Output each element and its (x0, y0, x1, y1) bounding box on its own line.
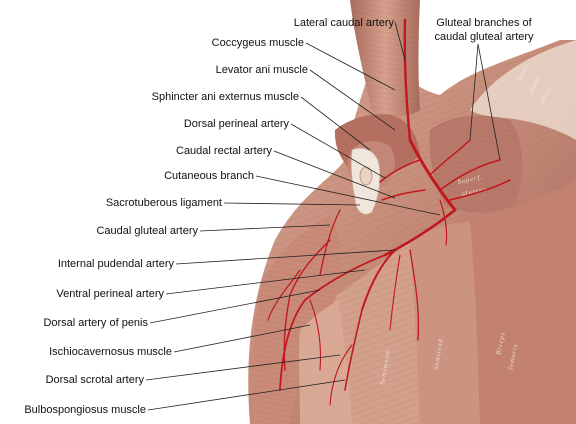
gluteal-branch-3 (429, 139, 471, 176)
label-internal-pudendal-artery: Internal pudendal artery (58, 258, 175, 270)
penile-branch-4 (309, 299, 322, 371)
semimembranosus-fibers (330, 242, 420, 424)
gluteal-branch-1 (439, 159, 501, 191)
label-ventral-perineal-artery: Ventral perineal artery (56, 288, 164, 300)
labels: Lateral caudal artery Gluteal branches o… (24, 17, 534, 416)
leader-caudal-rectal-artery (273, 150, 396, 199)
label-caudal-rectal-artery: Caudal rectal artery (176, 145, 272, 157)
label-dorsal-perineal-artery: Dorsal perineal artery (184, 118, 290, 130)
lateral-caudal-artery-vessel (403, 18, 412, 142)
penile-branch-1 (283, 239, 331, 371)
cutaneous-branch-vessel (439, 199, 448, 246)
label-coccygeus-muscle: Coccygeus muscle (212, 37, 304, 49)
label-gluteal-branches-line2: caudal gluteal artery (434, 31, 534, 43)
label-caudal-gluteal-artery: Caudal gluteal artery (96, 225, 198, 237)
label-sacrotuberous-ligament: Sacrotuberous ligament (106, 197, 222, 209)
ventral-perineal-artery-vessel (361, 249, 396, 311)
biceps-label-1: Biceps (495, 331, 507, 355)
bulbospongiosus-muscle (299, 300, 352, 424)
label-lateral-caudal-artery: Lateral caudal artery (294, 17, 395, 29)
gluteus-fibers (429, 115, 522, 213)
biceps-femoris-muscle (470, 180, 576, 424)
thigh-branch-1 (409, 249, 420, 341)
leader-ischiocavernosus-muscle (173, 324, 311, 353)
leader-lateral-caudal-artery (394, 21, 406, 61)
label-dorsal-artery-of-penis: Dorsal artery of penis (43, 317, 148, 329)
dorsal-perineal-artery-vessel (379, 159, 421, 183)
leader-sphincter-ani-externus-muscle (300, 96, 371, 151)
label-dorsal-scrotal-artery: Dorsal scrotal artery (46, 374, 145, 386)
leader-dorsal-scrotal-artery (145, 354, 341, 381)
leader-caudal-gluteal-artery (199, 224, 331, 232)
thigh-branch-2 (389, 254, 401, 331)
scrotal-branch (329, 344, 353, 406)
semitendinosus-label: Semitend. (433, 335, 445, 370)
leader-lines (145, 21, 501, 411)
leader-ventral-perineal-artery (165, 269, 366, 295)
ischiocavernosus-fibers (253, 215, 342, 424)
superficial-gluteal-fascia (470, 40, 576, 140)
gluteal-branch-2 (449, 179, 511, 201)
leader-levator-ani-muscle (309, 69, 396, 131)
leader-gluteal-branches-1 (477, 43, 501, 161)
arteries (267, 18, 511, 406)
leader-bulbospongiosus-muscle (147, 379, 346, 411)
leader-internal-pudendal-artery (175, 249, 396, 265)
tail-fibers (350, 0, 420, 116)
leader-coccygeus-muscle (305, 42, 396, 91)
leader-gluteal-branches-2 (469, 43, 479, 141)
label-sphincter-ani-externus-muscle: Sphincter ani externus muscle (152, 91, 299, 103)
caudal-rectal-artery-vessel (381, 189, 426, 201)
leader-cutaneous-branch (255, 175, 441, 216)
label-bulbospongiosus-muscle: Bulbospongiosus muscle (24, 404, 146, 416)
semitendinosus-muscle (410, 222, 480, 424)
penile-branch-2 (319, 209, 341, 276)
dorsal-artery-of-penis-vessel (279, 254, 386, 391)
leader-dorsal-perineal-artery (290, 123, 386, 179)
caudal-gluteal-artery-vessel (408, 138, 457, 212)
dorsal-scrotal-artery-vessel (344, 309, 363, 391)
penile-branch-3 (267, 269, 301, 321)
label-cutaneous-branch: Cutaneous branch (164, 170, 254, 182)
label-ischiocavernosus-muscle: Ischiocavernosus muscle (49, 346, 172, 358)
leader-sacrotuberous-ligament (223, 202, 361, 206)
leader-dorsal-artery-of-penis (149, 289, 321, 324)
label-levator-ani-muscle: Levator ani muscle (216, 64, 308, 76)
illustration: Superf. gluteal fascia Superf. gluteus S… (248, 0, 576, 424)
internal-pudendal-artery-vessel (383, 208, 457, 257)
label-gluteal-branches-line1: Gluteal branches of (436, 17, 532, 29)
